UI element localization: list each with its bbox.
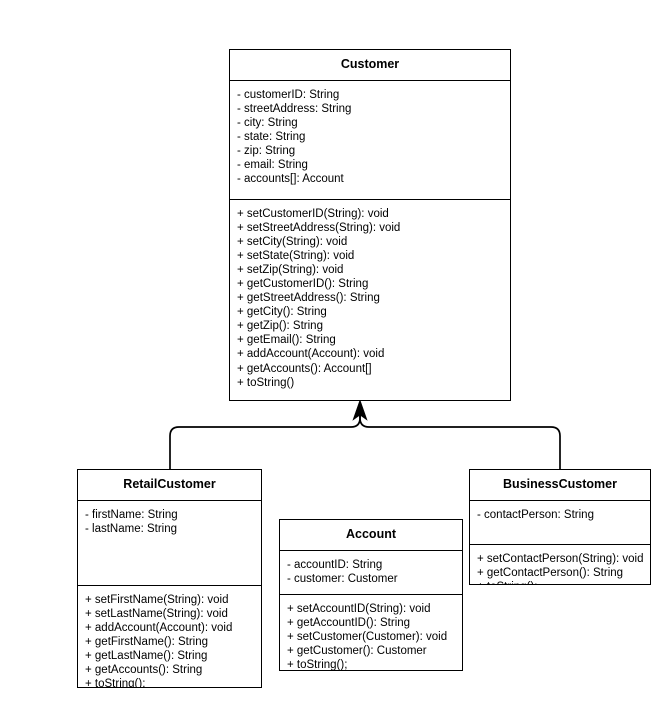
method-row: + addAccount(Account): void — [85, 621, 233, 634]
attribute-row: - streetAddress: String — [237, 102, 352, 115]
attribute-row: - customerID: String — [237, 88, 340, 101]
attribute-row: - accountID: String — [287, 558, 383, 571]
attribute-row: - customer: Customer — [287, 572, 398, 585]
method-row: + getFirstName(): String — [85, 635, 209, 648]
class-attributes-retailcustomer: - firstName: String - lastName: String — [78, 501, 261, 586]
attribute-row: - email: String — [237, 158, 308, 171]
method-row: + getContactPerson(): String — [477, 566, 624, 579]
attribute-row: - zip: String — [237, 144, 296, 157]
method-row: + toString(); — [287, 658, 348, 671]
attribute-row: - city: String — [237, 116, 298, 129]
class-box-businesscustomer[interactable]: BusinessCustomer - contactPerson: String… — [469, 469, 651, 585]
attribute-row: - lastName: String — [85, 522, 178, 535]
method-row: + getCustomerID(): String — [237, 277, 369, 290]
method-row: + toString(); — [477, 580, 650, 584]
attribute-row: - firstName: String — [85, 508, 178, 521]
method-row: + getAccountID(): String — [287, 616, 411, 629]
method-row: + setLastName(String): void — [85, 607, 228, 620]
method-row: + setState(String): void — [237, 249, 355, 262]
method-row: + getStreetAddress(): String — [237, 292, 380, 305]
class-attributes-account: - accountID: String - customer: Customer — [280, 551, 462, 595]
method-row: + toString() — [237, 376, 295, 389]
class-methods-account: + setAccountID(String): void + getAccoun… — [280, 595, 462, 671]
class-methods-businesscustomer: + setContactPerson(String): void + getCo… — [470, 545, 650, 585]
class-attributes-businesscustomer: - contactPerson: String — [470, 501, 650, 545]
class-box-customer[interactable]: Customer - customerID: String - streetAd… — [229, 49, 511, 401]
attribute-row: - accounts[]: Account — [237, 173, 344, 186]
class-box-retailcustomer[interactable]: RetailCustomer - firstName: String - las… — [77, 469, 262, 688]
class-box-account[interactable]: Account - accountID: String - customer: … — [279, 519, 463, 671]
attribute-row: - state: String — [237, 130, 306, 143]
class-title-account: Account — [280, 520, 462, 551]
method-row: + getZip(): String — [237, 320, 323, 333]
class-methods-retailcustomer: + setFirstName(String): void + setLastNa… — [78, 586, 261, 688]
method-row: + addAccount(Account): void — [237, 348, 385, 361]
method-row: + getAccounts(): String — [85, 663, 203, 676]
method-row: + setZip(String): void — [237, 263, 344, 276]
method-row: + setCustomer(Customer): void — [287, 630, 448, 643]
method-row: + setCustomerID(String): void — [237, 207, 389, 220]
attribute-row: - contactPerson: String — [477, 508, 594, 521]
method-row: + getCustomer(): Customer — [287, 644, 427, 657]
method-row: + setCity(String): void — [237, 235, 348, 248]
generalization-edge-businesscustomer — [359, 414, 561, 469]
class-title-businesscustomer: BusinessCustomer — [470, 470, 650, 501]
generalization-edge-retailcustomer — [169, 414, 361, 469]
method-row: + getEmail(): String — [237, 334, 336, 347]
method-row: + setFirstName(String): void — [85, 593, 229, 606]
class-methods-customer: + setCustomerID(String): void + setStree… — [230, 200, 510, 397]
class-attributes-customer: - customerID: String - streetAddress: St… — [230, 81, 510, 200]
method-row: + getCity(): String — [237, 306, 327, 319]
generalization-arrowhead-icon — [352, 399, 368, 421]
method-row: + getAccounts(): Account[] — [237, 362, 372, 375]
method-row: + toString(); — [85, 678, 146, 688]
method-row: + setAccountID(String): void — [287, 602, 431, 615]
method-row: + getLastName(): String — [85, 649, 208, 662]
class-title-customer: Customer — [230, 50, 510, 81]
method-row: + setStreetAddress(String): void — [237, 221, 401, 234]
method-row: + setContactPerson(String): void — [477, 552, 644, 565]
class-title-retailcustomer: RetailCustomer — [78, 470, 261, 501]
